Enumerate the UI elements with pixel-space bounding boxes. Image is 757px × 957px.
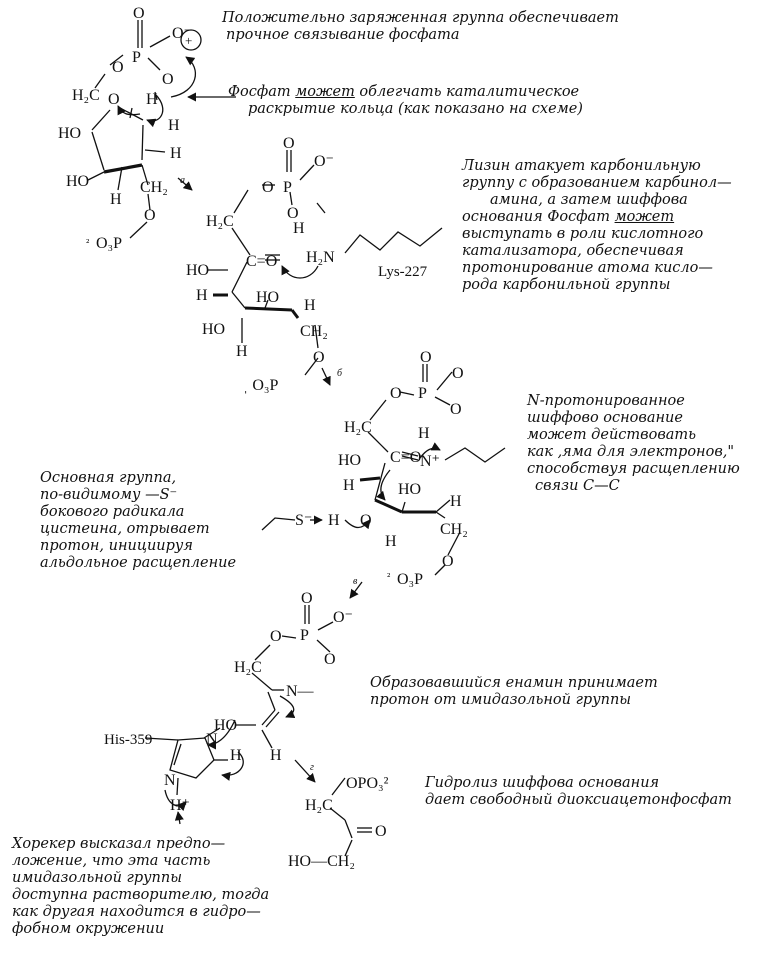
atom-label: O [450, 401, 462, 418]
atom-label: O [360, 512, 372, 529]
atom-label: P [300, 627, 309, 644]
annotation-lysine-attack: Лизин атакует карбонильную группу с обра… [462, 158, 732, 293]
atom-label: N⁺ [420, 453, 440, 470]
atom-label: CH₂ [440, 521, 468, 538]
charge-plus: + [185, 33, 192, 48]
step-label-d: г [310, 762, 314, 773]
charge-label: ² [86, 237, 90, 249]
atom-label: H [293, 220, 305, 237]
atom-label: O [162, 71, 174, 88]
atom-label: HO [186, 262, 209, 279]
atom-label: O [452, 365, 464, 382]
atom-label: N— [286, 683, 315, 700]
atom-label: H₂C [305, 797, 333, 814]
atom-label: P [283, 179, 292, 196]
atom-label: N [164, 772, 176, 789]
atom-label: O⁻ [333, 609, 353, 626]
atom-label: O [112, 59, 124, 76]
atom-label: O₃P [96, 235, 122, 252]
atom-label: O [133, 5, 145, 22]
atom-label: H [304, 297, 316, 314]
atom-label: O [301, 590, 313, 607]
atom-label: H [146, 91, 158, 108]
annotation-phosphate-ring-opening: Фосфат может облегчать каталитическое ра… [228, 84, 583, 117]
atom-label: S⁻ [295, 512, 312, 529]
atom-label: O⁻ [172, 25, 192, 42]
atom-label: H [385, 533, 397, 550]
atom-label: H [418, 425, 430, 442]
atom-label: O [108, 91, 120, 108]
atom-label: H₂N [306, 249, 335, 266]
atom-label: H [270, 747, 282, 764]
atom-label: HO [338, 452, 361, 469]
atom-label: H₂C [344, 419, 372, 436]
atom-label: H⁺ [170, 797, 190, 814]
atom-label: O [287, 205, 299, 222]
atom-label: C=O [390, 449, 421, 466]
atom-label: C=O [246, 253, 277, 270]
charge-label: ² [387, 571, 391, 583]
atom-label: ˌ O₃P [243, 377, 278, 394]
atom-label: HO [256, 289, 279, 306]
atom-label: CH₂ [140, 179, 168, 196]
atom-label: P [132, 49, 141, 66]
atom-label: O₃P [397, 571, 423, 588]
atom-label: O [324, 651, 336, 668]
his-label: His-359 [104, 732, 152, 748]
atom-label: O [262, 179, 274, 196]
annotation-basic-group: Основная группа, по-видимому —S⁻ боковог… [40, 470, 237, 571]
annotation-hydrolysis: Гидролиз шиффова основания дает свободны… [425, 775, 732, 808]
atom-label: HO [202, 321, 225, 338]
atom-label: N [206, 731, 218, 748]
atom-label: O [313, 349, 325, 366]
atom-label: H₂C [234, 659, 262, 676]
atom-label: O [390, 385, 402, 402]
atom-label: HO [214, 717, 237, 734]
atom-label: O [270, 628, 282, 645]
step-label-a: а [180, 175, 185, 186]
atom-label: HO [66, 173, 89, 190]
atom-label: H [236, 343, 248, 360]
atom-label: H [230, 747, 242, 764]
step-label-c: в [353, 576, 358, 587]
annotation-enamine: Образовавшийся енамин принимает протон о… [370, 675, 658, 708]
atom-label: H [170, 145, 182, 162]
atom-label: H [328, 512, 340, 529]
atom-label: H [196, 287, 208, 304]
atom-label: OPO₃² [346, 775, 389, 792]
atom-label: O [442, 553, 454, 570]
atom-label: HO [58, 125, 81, 142]
atom-label: H [110, 191, 122, 208]
atom-label: CH₂ [300, 323, 328, 340]
atom-label: H [450, 493, 462, 510]
atom-label: O⁻ [314, 153, 334, 170]
atom-label: O [144, 207, 156, 224]
atom-label: H [168, 117, 180, 134]
atom-label: O [283, 135, 295, 152]
atom-label: P [418, 385, 427, 402]
atom-label: H [343, 477, 355, 494]
atom-label: O [420, 349, 432, 366]
atom-label: H₂C [72, 87, 100, 104]
atom-label: HO—CH₂ [288, 853, 355, 870]
lys-label: Lys-227 [378, 264, 428, 280]
annotation-schiff-base: N-протонированное шиффово основание може… [527, 393, 740, 494]
annotation-horecker: Хорекер высказал предпо— ложение, что эт… [12, 836, 270, 937]
atom-label: O [375, 823, 387, 840]
atom-label: HO [398, 481, 421, 498]
step-label-b: б [337, 368, 343, 379]
atom-label: H₂C [206, 213, 234, 230]
annotation-positive-group: Положительно заряженная группа обеспечив… [222, 10, 619, 43]
